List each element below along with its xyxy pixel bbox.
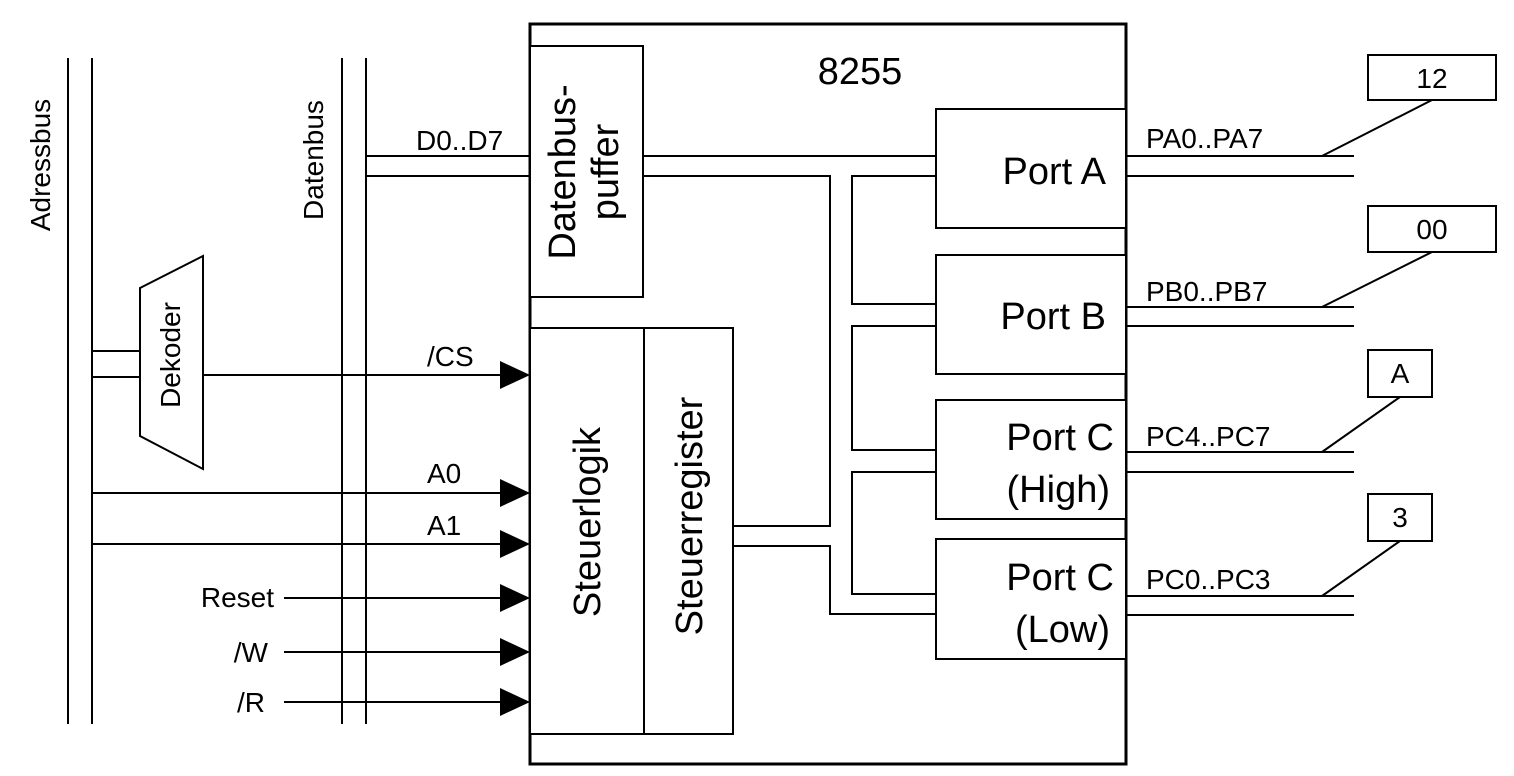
port-c-low-label-1: Port C <box>1006 557 1114 599</box>
data-bus: Datenbus <box>298 58 367 724</box>
pc-low-label: PC0..PC3 <box>1146 564 1271 595</box>
buffer-label-line1: Datenbus- <box>542 84 584 259</box>
output-pb: PB0..PB7 00 <box>1126 205 1497 327</box>
read-arrow <box>500 688 530 716</box>
data-bus-buffer: Datenbus- puffer <box>529 45 644 298</box>
address-bus: Adressbus <box>25 58 93 724</box>
data-bus-label: Datenbus <box>298 100 329 220</box>
pc-high-label: PC4..PC7 <box>1146 421 1271 452</box>
port-c-low-label-2: (Low) <box>1015 609 1110 651</box>
port-b: Port B <box>935 254 1127 375</box>
write-arrow <box>500 638 530 666</box>
cs-label: /CS <box>427 341 474 372</box>
port-c-low: Port C (Low) <box>935 538 1127 660</box>
pb-callout: 00 <box>1416 214 1447 245</box>
pb-label: PB0..PB7 <box>1146 276 1267 307</box>
a1-arrow <box>500 530 530 558</box>
port-c-high: Port C (High) <box>935 399 1127 520</box>
data-bus-connection: D0..D7 <box>366 125 530 177</box>
data-signal-label: D0..D7 <box>416 125 503 156</box>
pc-low-callout-box <box>1367 493 1433 542</box>
reset-label: Reset <box>201 582 274 613</box>
cs-arrow <box>500 361 530 389</box>
port-a: Port A <box>935 108 1127 229</box>
port-c-high-label-1: Port C <box>1006 417 1114 459</box>
control-signals: /CS A0 A1 Reset /W /R <box>92 341 530 718</box>
pc-high-callout-box <box>1367 349 1433 398</box>
pa-callout: 12 <box>1416 63 1447 94</box>
control-register: Steuerregister <box>643 327 734 735</box>
control-logic-label: Steuerlogik <box>567 426 609 617</box>
output-pc-low: PC0..PC3 3 <box>1126 493 1433 616</box>
port-c-high-label-2: (High) <box>1007 469 1110 511</box>
decoder-label: Dekoder <box>155 302 186 408</box>
reset-arrow <box>500 584 530 612</box>
pa-label: PA0..PA7 <box>1146 123 1263 154</box>
port-b-label: Port B <box>1000 296 1106 338</box>
pc-low-callout: 3 <box>1392 502 1408 533</box>
a1-label: A1 <box>427 510 461 541</box>
output-pa: PA0..PA7 12 <box>1126 54 1497 177</box>
port-a-label: Port A <box>1003 151 1107 193</box>
pc-high-callout: A <box>1391 358 1410 389</box>
chip-title: 8255 <box>818 51 903 93</box>
a0-arrow <box>500 479 530 507</box>
address-bus-label: Adressbus <box>25 99 56 231</box>
output-pc-high: PC4..PC7 A <box>1126 349 1433 473</box>
pb-callout-box <box>1367 205 1497 253</box>
control-register-label: Steuerregister <box>669 396 711 635</box>
internal-wiring <box>643 155 936 615</box>
read-label: /R <box>237 687 265 718</box>
write-label: /W <box>234 637 269 668</box>
decoder: Dekoder <box>92 254 204 471</box>
buffer-label-line2: puffer <box>585 123 627 220</box>
pa-callout-box <box>1367 54 1497 101</box>
control-logic: Steuerlogik <box>529 327 645 735</box>
a0-label: A0 <box>427 458 461 489</box>
